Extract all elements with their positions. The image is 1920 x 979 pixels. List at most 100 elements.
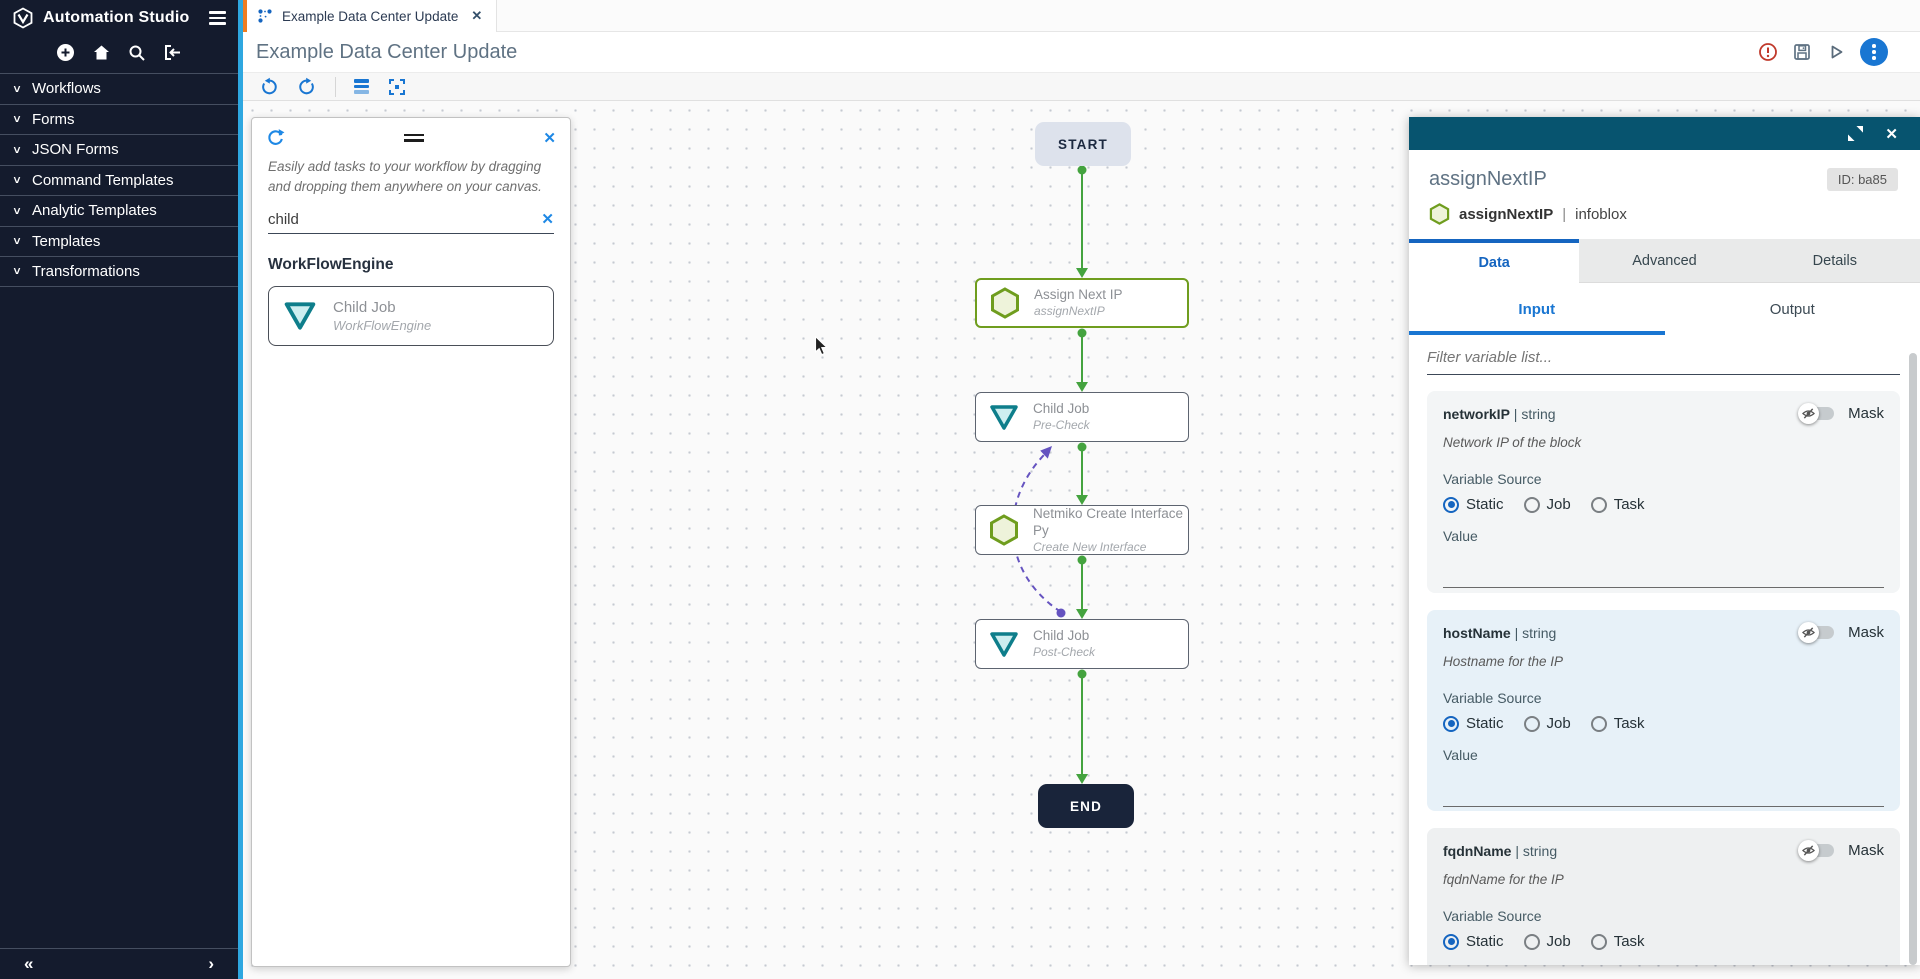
variable-type: string bbox=[1522, 624, 1557, 641]
panel-scrollbar[interactable] bbox=[1909, 353, 1917, 965]
canvas-toolbar bbox=[243, 72, 1920, 101]
eye-off-icon bbox=[1798, 621, 1820, 643]
filter-variable-input[interactable] bbox=[1427, 349, 1900, 366]
task-palette-panel: ✕ Easily add tasks to your workflow by d… bbox=[251, 117, 571, 967]
mask-label: Mask bbox=[1848, 405, 1884, 422]
radio-static[interactable]: Static bbox=[1443, 933, 1504, 950]
search-clear-icon[interactable]: ✕ bbox=[541, 211, 554, 229]
left-sidebar: Automation Studio >Workflows >Forms >JSO… bbox=[0, 0, 238, 979]
undo-icon[interactable] bbox=[259, 77, 279, 97]
run-icon[interactable] bbox=[1826, 42, 1846, 62]
radio-task[interactable]: Task bbox=[1590, 496, 1645, 513]
variable-type: string bbox=[1521, 405, 1556, 422]
radio-button[interactable] bbox=[1590, 496, 1607, 513]
radio-job[interactable]: Job bbox=[1523, 933, 1571, 950]
palette-search-input[interactable] bbox=[268, 210, 542, 228]
palette-item-subtitle: WorkFlowEngine bbox=[333, 317, 432, 333]
fit-to-screen-icon[interactable] bbox=[387, 77, 407, 97]
chevron-down-icon: > bbox=[10, 207, 24, 215]
chevron-down-icon: > bbox=[10, 146, 24, 154]
sidebar-item-templates[interactable]: >Templates bbox=[0, 225, 238, 257]
sidebar-item-json-forms[interactable]: >JSON Forms bbox=[0, 134, 238, 165]
home-icon[interactable] bbox=[92, 43, 111, 62]
variable-source-label: Variable Source bbox=[1443, 908, 1542, 924]
radio-button[interactable] bbox=[1523, 933, 1540, 950]
sidebar-collapse-button[interactable]: « bbox=[24, 954, 34, 973]
variable-type: string bbox=[1522, 842, 1558, 859]
radio-button[interactable] bbox=[1590, 715, 1607, 732]
task-subtitle: Post-Check bbox=[1033, 645, 1096, 660]
radio-static[interactable]: Static bbox=[1443, 496, 1504, 513]
end-node[interactable]: END bbox=[1038, 784, 1134, 828]
hamburger-menu-icon[interactable] bbox=[209, 11, 226, 25]
radio-static[interactable]: Static bbox=[1443, 715, 1504, 732]
radio-button[interactable] bbox=[1590, 933, 1607, 950]
logout-icon[interactable] bbox=[163, 44, 182, 61]
pipe-separator: | bbox=[1515, 842, 1519, 859]
create-new-icon[interactable] bbox=[56, 43, 75, 62]
chevron-down-icon: > bbox=[10, 267, 24, 275]
auto-layout-icon[interactable] bbox=[354, 79, 369, 94]
palette-close-icon[interactable]: ✕ bbox=[543, 129, 556, 147]
sidebar-item-workflows[interactable]: >Workflows bbox=[0, 73, 238, 104]
tab-advanced[interactable]: Advanced bbox=[1579, 239, 1750, 283]
start-node[interactable]: START bbox=[1035, 122, 1131, 166]
mask-label: Mask bbox=[1848, 624, 1884, 641]
drag-handle-icon[interactable] bbox=[404, 133, 425, 142]
mask-toggle[interactable] bbox=[1798, 839, 1835, 861]
mask-label: Mask bbox=[1848, 842, 1884, 859]
variable-name: fqdnName bbox=[1443, 842, 1512, 859]
mask-toggle[interactable] bbox=[1798, 621, 1835, 643]
sidebar-item-analytic-templates[interactable]: >Analytic Templates bbox=[0, 195, 238, 226]
sidebar-expand-button[interactable]: › bbox=[208, 954, 214, 973]
radio-job[interactable]: Job bbox=[1523, 715, 1571, 732]
refresh-icon[interactable] bbox=[266, 128, 285, 147]
redo-icon[interactable] bbox=[297, 77, 317, 97]
variable-card-networkip: networkIP | string Mask Network IP of th… bbox=[1427, 391, 1900, 593]
variable-description: Network IP of the block bbox=[1443, 435, 1582, 450]
radio-button[interactable] bbox=[1523, 715, 1540, 732]
radio-button[interactable] bbox=[1443, 715, 1459, 732]
panel-close-icon[interactable]: ✕ bbox=[1885, 125, 1898, 143]
tab-example-data-center-update[interactable]: Example Data Center Update ✕ bbox=[243, 0, 498, 32]
sidebar-item-forms[interactable]: >Forms bbox=[0, 103, 238, 135]
task-app: infoblox bbox=[1575, 205, 1627, 223]
mask-toggle[interactable] bbox=[1798, 402, 1835, 424]
sidebar-item-command-templates[interactable]: >Command Templates bbox=[0, 164, 238, 196]
hexagon-task-icon bbox=[1429, 203, 1450, 225]
task-subtitle: assignNextIP bbox=[1034, 304, 1105, 319]
radio-button[interactable] bbox=[1523, 496, 1540, 513]
variable-description: fqdnName for the IP bbox=[1443, 872, 1564, 887]
panel-expand-icon[interactable] bbox=[1848, 126, 1864, 141]
task-name: assignNextIP bbox=[1459, 205, 1554, 223]
subtab-output[interactable]: Output bbox=[1769, 300, 1815, 318]
radio-task[interactable]: Task bbox=[1590, 933, 1645, 950]
tab-details[interactable]: Details bbox=[1749, 239, 1920, 283]
pipe-separator: | bbox=[1513, 405, 1518, 422]
warnings-icon[interactable] bbox=[1758, 42, 1778, 62]
task-id-badge: ID: ba85 bbox=[1826, 168, 1898, 191]
task-subtitle: Create New Interface bbox=[1033, 539, 1147, 554]
more-options-button[interactable] bbox=[1860, 38, 1888, 66]
chevron-down-icon: > bbox=[10, 115, 24, 123]
value-input[interactable] bbox=[1443, 781, 1884, 807]
tab-label: Example Data Center Update bbox=[282, 8, 459, 24]
radio-button[interactable] bbox=[1443, 933, 1459, 950]
radio-button[interactable] bbox=[1443, 496, 1459, 513]
search-icon[interactable] bbox=[128, 44, 146, 62]
sidebar-item-transformations[interactable]: >Transformations bbox=[0, 256, 238, 287]
app-logo-icon bbox=[12, 7, 34, 29]
save-icon[interactable] bbox=[1792, 42, 1812, 62]
variable-name: networkIP bbox=[1443, 405, 1510, 422]
subtab-input[interactable]: Input bbox=[1518, 300, 1556, 318]
radio-task[interactable]: Task bbox=[1590, 715, 1645, 732]
value-input[interactable] bbox=[1443, 562, 1884, 588]
tab-close-icon[interactable]: ✕ bbox=[471, 8, 483, 23]
radio-job[interactable]: Job bbox=[1523, 496, 1571, 513]
tab-data[interactable]: Data bbox=[1409, 239, 1580, 283]
